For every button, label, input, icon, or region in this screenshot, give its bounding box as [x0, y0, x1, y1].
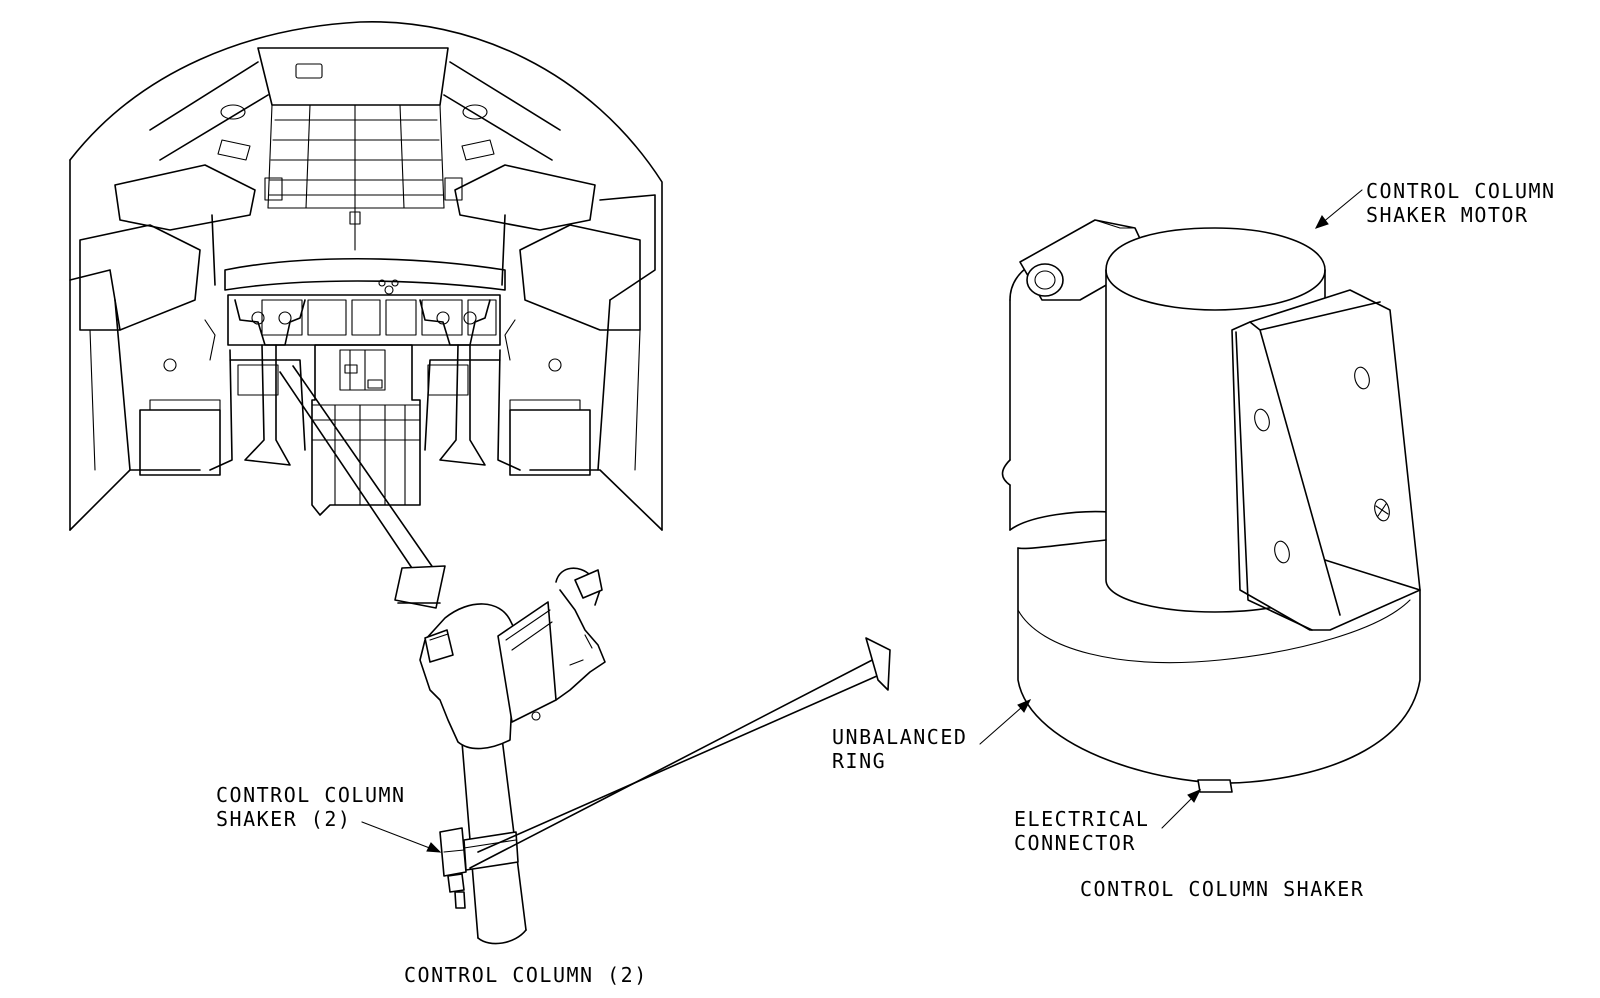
column-shaker-leader — [361, 821, 442, 853]
column-shaker-label-line2: SHAKER (2) — [216, 807, 351, 831]
unbalanced-ring-label-line1: UNBALANCED — [832, 725, 967, 749]
column-shaker-label-line1: CONTROL COLUMN — [216, 783, 406, 807]
flight-deck-view — [69, 21, 663, 531]
control-column-shaker-detail — [979, 189, 1421, 829]
view-direction-arrow — [279, 365, 446, 609]
shaker-motor-label-line2: SHAKER MOTOR — [1366, 203, 1529, 227]
electrical-connector-label-line1: ELECTRICAL — [1014, 807, 1149, 831]
control-column-label: CONTROL COLUMN (2) — [404, 963, 648, 987]
unbalanced-ring-label-line2: RING — [832, 749, 886, 773]
detail-reference-lines — [469, 637, 891, 869]
control-column-illustration — [419, 567, 606, 945]
shaker-motor-label-line1: CONTROL COLUMN — [1366, 179, 1556, 203]
detail-title: CONTROL COLUMN SHAKER — [1080, 877, 1364, 901]
electrical-connector-label-line2: CONNECTOR — [1014, 831, 1136, 855]
